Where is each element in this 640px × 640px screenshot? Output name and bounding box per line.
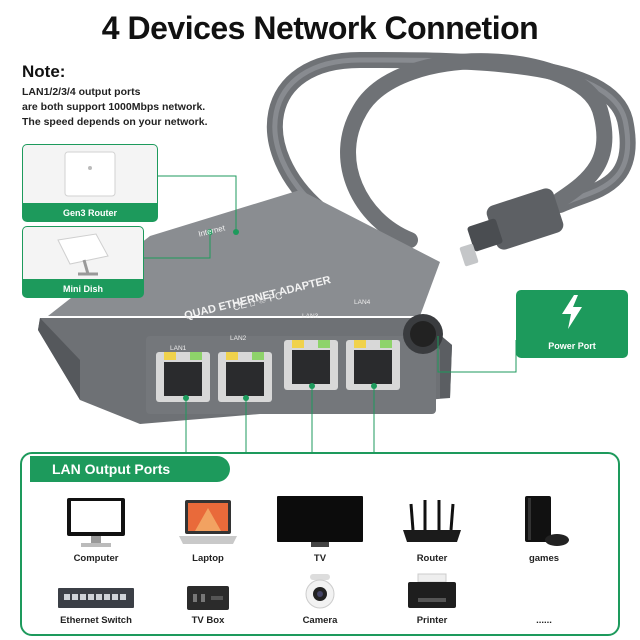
camera-icon <box>272 572 368 612</box>
laptop-icon <box>160 494 256 550</box>
device-more: ...... <box>496 572 592 626</box>
device-label: games <box>528 553 560 564</box>
device-label: ...... <box>536 615 552 626</box>
note-heading: Note: <box>22 62 66 81</box>
lan2-label: LAN2 <box>230 335 247 342</box>
mini-dish-label: Mini Dish <box>63 284 103 294</box>
lan-output-heading: LAN Output Ports <box>30 456 230 482</box>
device-label: TV Box <box>191 615 225 626</box>
dc-plug <box>459 188 564 267</box>
printer-icon <box>384 572 480 612</box>
ethernet-switch-icon <box>48 572 144 612</box>
lan-port <box>346 340 400 390</box>
adapter-top-face <box>48 190 440 316</box>
lan-port <box>156 352 210 402</box>
power-port-label: Power Port <box>548 341 596 351</box>
note-line: LAN1/2/3/4 output ports <box>22 86 141 98</box>
device-camera: Camera <box>272 572 368 626</box>
device-games: games <box>496 494 592 564</box>
device-printer: Printer <box>384 572 480 626</box>
device-tv: TV <box>272 494 368 564</box>
device-label: Printer <box>416 615 448 626</box>
gen3-router-label: Gen3 Router <box>62 208 117 218</box>
page-title: 4 Devices Network Connetion <box>101 10 539 46</box>
gen3-router-card: Gen3 Router <box>22 144 158 222</box>
device-label: Ethernet Switch <box>60 615 132 626</box>
lan3-label: LAN3 <box>302 313 319 320</box>
lightning-bolt-icon <box>517 295 627 337</box>
lan-port <box>284 340 338 390</box>
computer-icon <box>48 494 144 550</box>
lan1-label: LAN1 <box>170 345 187 352</box>
device-ethernet-switch: Ethernet Switch <box>48 572 144 626</box>
device-label: Laptop <box>192 553 224 564</box>
mini-dish-card: Mini Dish <box>22 226 144 298</box>
router-icon <box>384 494 480 550</box>
device-label: Computer <box>73 553 119 564</box>
tv-box-icon <box>160 572 256 612</box>
power-port-card: Power Port <box>516 290 628 358</box>
device-router: Router <box>384 494 480 564</box>
note-block: Note: LAN1/2/3/4 output ports are both s… <box>22 62 208 130</box>
mini-dish-icon <box>57 233 109 276</box>
note-line: The speed depends on your network. <box>22 116 208 128</box>
lan-port <box>218 352 272 402</box>
device-label: Camera <box>302 615 338 626</box>
device-computer: Computer <box>48 494 144 564</box>
lan4-label: LAN4 <box>354 299 371 306</box>
device-laptop: Laptop <box>160 494 256 564</box>
device-label: TV <box>313 553 327 564</box>
note-line: are both support 1000Mbps network. <box>22 101 206 113</box>
game-console-icon <box>496 494 592 550</box>
device-label: Router <box>416 553 448 564</box>
gen3-router-icon <box>64 151 116 197</box>
device-tv-box: TV Box <box>160 572 256 626</box>
tv-icon <box>272 494 368 550</box>
